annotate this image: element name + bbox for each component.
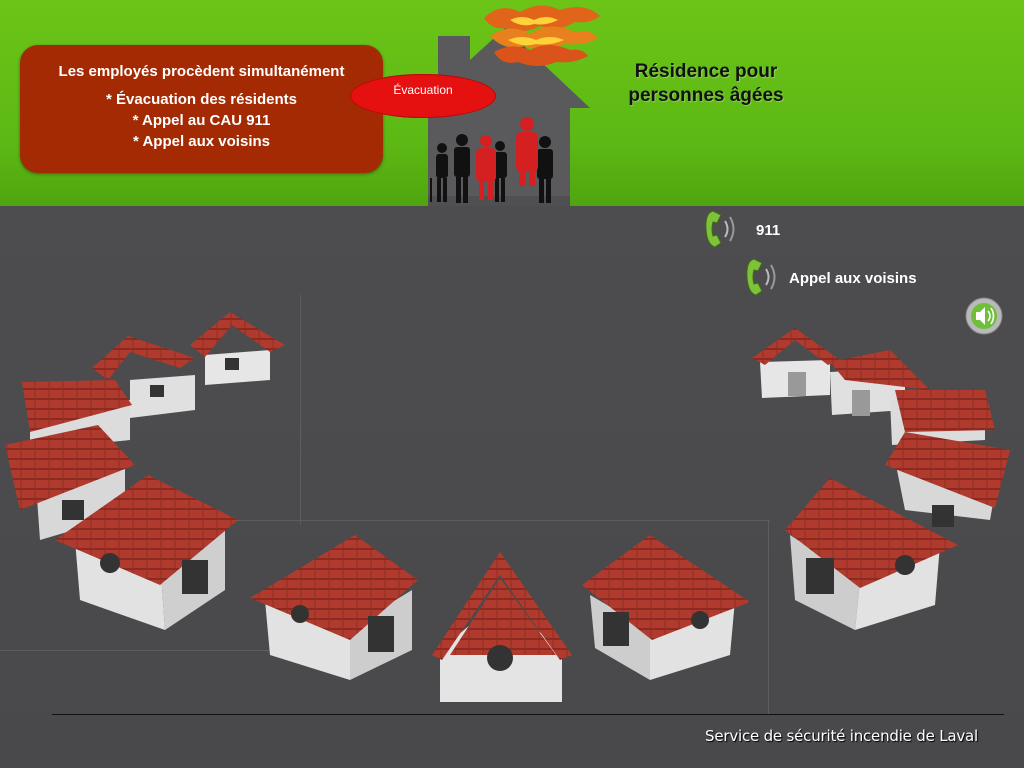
house-icon — [250, 535, 418, 680]
house-icon — [55, 475, 238, 630]
residence-title-line1: Résidence pour — [634, 61, 778, 82]
guide-line — [0, 650, 300, 651]
house-icon — [785, 478, 958, 630]
guide-line — [300, 295, 301, 525]
info-line-neighbours: * Appel aux voisins — [133, 133, 270, 150]
residence-title-line2: personnes âgées — [628, 85, 784, 106]
house-icon — [582, 535, 750, 680]
employee-figure-icon — [476, 117, 538, 200]
house-icon — [190, 312, 285, 385]
residence-title: Résidence pour personnes âgées — [598, 60, 814, 108]
phone-icon[interactable] — [744, 255, 784, 299]
guide-line — [210, 520, 770, 521]
house-icon — [752, 328, 840, 398]
actions-info-box: Les employés procèdent simultanément * É… — [20, 45, 383, 173]
footer-credit: Service de sécurité incendie de Laval — [705, 727, 978, 745]
house-icon — [830, 350, 930, 416]
info-line-evacuation: * Évacuation des résidents — [106, 91, 297, 108]
fire-icon — [484, 5, 600, 66]
house-icon — [432, 552, 572, 702]
info-line-911: * Appel au CAU 911 — [132, 112, 271, 129]
house-icon — [885, 432, 1010, 527]
phone-icon[interactable] — [703, 207, 743, 251]
house-icon — [92, 336, 195, 418]
people-group-icon — [430, 134, 553, 203]
call-neighbours-label: Appel aux voisins — [789, 270, 917, 287]
evacuation-bubble-label: Évacuation — [393, 83, 453, 97]
info-box-title: Les employés procèdent simultanément — [58, 63, 345, 80]
guide-line — [768, 520, 769, 715]
speaker-icon[interactable] — [964, 297, 1004, 337]
evacuation-bubble — [350, 74, 496, 118]
call-911-label: 911 — [756, 222, 781, 239]
footer-divider — [52, 714, 1004, 715]
